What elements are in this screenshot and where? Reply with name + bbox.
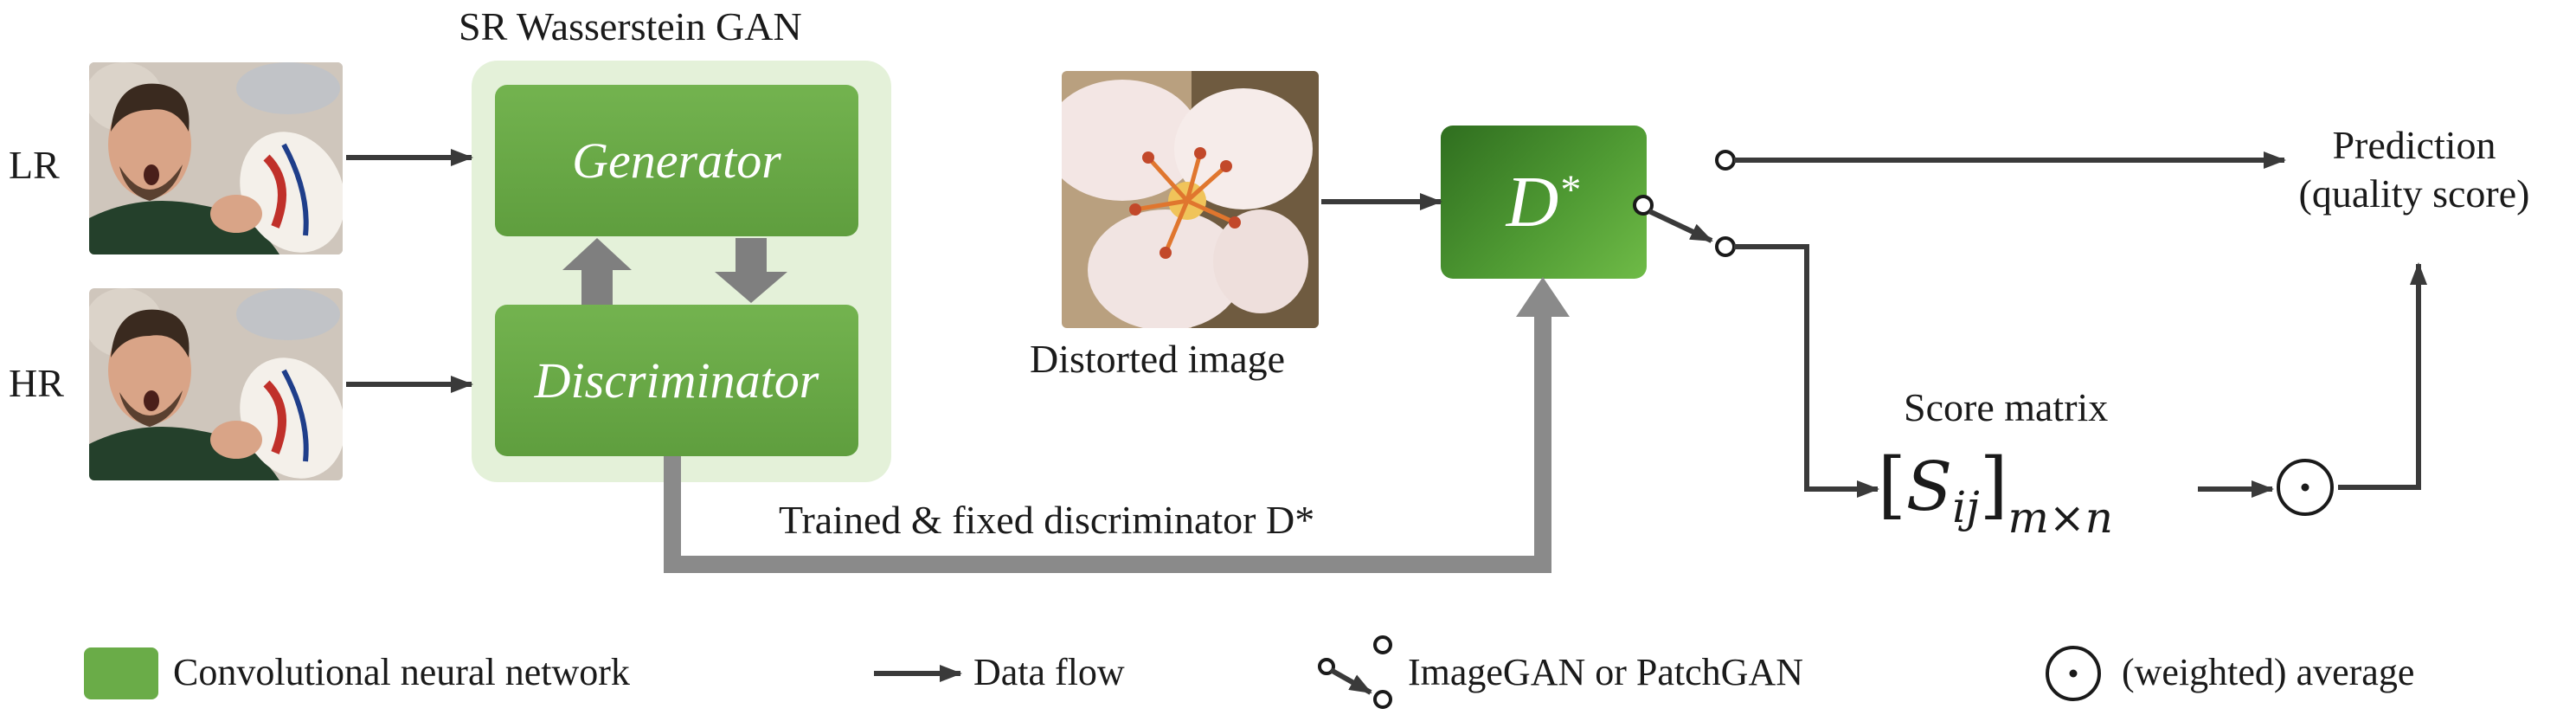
legend-cnn-label: Convolutional neural network bbox=[173, 651, 630, 693]
prediction-line2: (quality score) bbox=[2298, 171, 2530, 216]
formula-s: S bbox=[1905, 448, 1953, 526]
gan-group-title: SR Wasserstein GAN bbox=[459, 4, 802, 48]
generator-block: Generator bbox=[495, 85, 858, 236]
formula-ij: ij bbox=[1952, 482, 1980, 532]
weighted-average-symbol bbox=[2275, 457, 2335, 518]
legend-cnn-swatch bbox=[84, 647, 158, 699]
d-star-sup: * bbox=[1560, 167, 1582, 213]
legend-odot-icon bbox=[2046, 646, 2101, 701]
legend-switch-label: ImageGAN or PatchGAN bbox=[1408, 651, 1803, 693]
bracket-close: ] bbox=[1979, 442, 2008, 527]
patchgan-to-score-path bbox=[1734, 244, 1879, 498]
discriminator-block: Discriminator bbox=[495, 305, 858, 456]
hr-face-photo bbox=[89, 288, 343, 480]
score-matrix-formula: [Sij]m×n bbox=[1878, 448, 2113, 539]
gen-to-disc-arrow bbox=[715, 238, 787, 303]
prediction-line1: Prediction bbox=[2332, 123, 2496, 167]
generator-label: Generator bbox=[572, 132, 781, 189]
discriminator-label: Discriminator bbox=[534, 352, 819, 409]
switch-icon bbox=[1633, 150, 1736, 257]
disc-to-gen-arrow bbox=[562, 238, 632, 305]
legend-switch-icon bbox=[1318, 635, 1392, 709]
prediction-label: Prediction (quality score) bbox=[2267, 126, 2561, 214]
face-image bbox=[89, 288, 343, 480]
d-star-block: D* bbox=[1441, 126, 1647, 279]
trained-discriminator-arrowhead bbox=[1516, 277, 1570, 317]
flower-image bbox=[1062, 71, 1319, 328]
average-to-prediction-path bbox=[2338, 262, 2427, 490]
odot-icon bbox=[2277, 459, 2334, 516]
trained-discriminator-label: Trained & fixed discriminator D* bbox=[779, 498, 1315, 542]
score-matrix-label: Score matrix bbox=[1904, 385, 2109, 429]
legend-data-flow-label: Data flow bbox=[973, 651, 1125, 693]
trained-discriminator-path bbox=[664, 312, 1551, 573]
d-star-label: D bbox=[1506, 162, 1559, 242]
lr-label: LR bbox=[9, 143, 60, 187]
lr-face-photo bbox=[89, 62, 343, 254]
bracket-open: [ bbox=[1878, 442, 1906, 527]
formula-mn: m×n bbox=[2007, 493, 2114, 543]
face-image bbox=[89, 62, 343, 254]
distorted-image-label: Distorted image bbox=[1030, 337, 1286, 381]
hr-label: HR bbox=[9, 361, 64, 405]
legend-average-label: (weighted) average bbox=[2122, 651, 2415, 693]
distorted-flower-photo bbox=[1062, 71, 1319, 328]
